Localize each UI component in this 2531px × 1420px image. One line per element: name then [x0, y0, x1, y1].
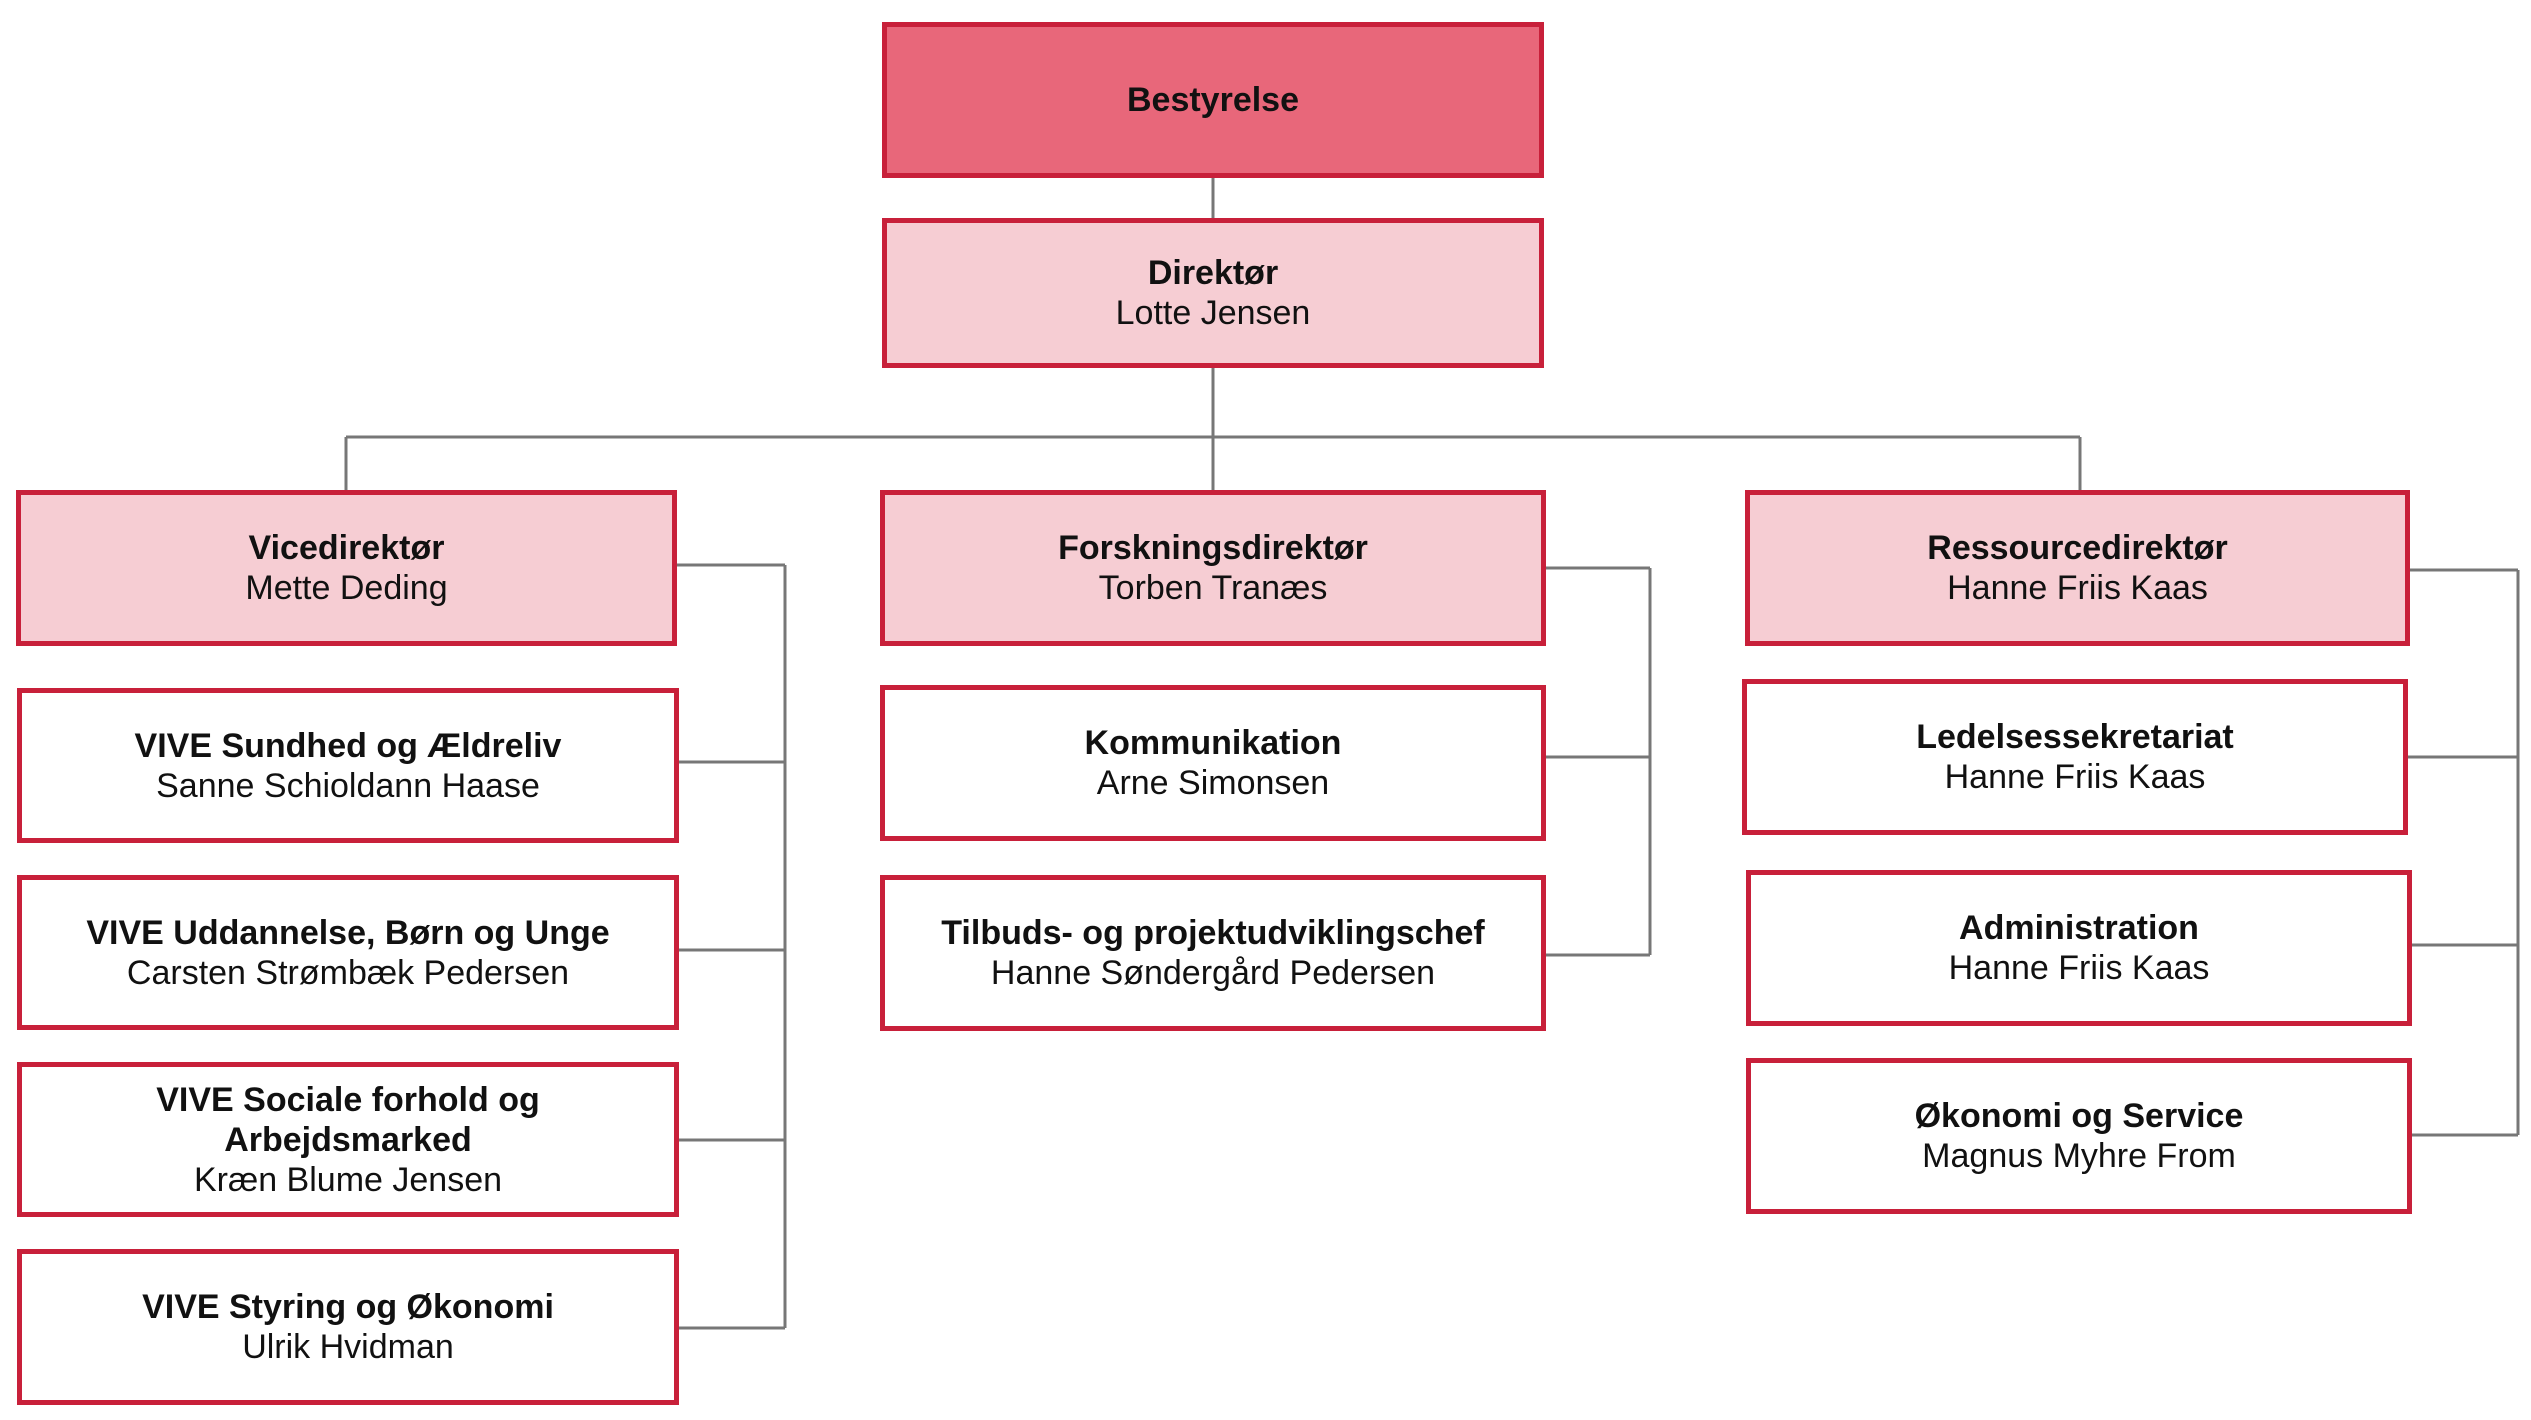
unit-box-research-1: Kommunikation Arne Simonsen	[880, 685, 1546, 841]
unit-box-vice-3: VIVE Sociale forhold og Arbejdsmarked Kr…	[17, 1062, 679, 1217]
resource-director-title: Ressourcedirektør	[1927, 529, 2228, 567]
unit-name: Hanne Friis Kaas	[1944, 758, 2206, 796]
vice-director-name: Mette Deding	[245, 569, 448, 607]
unit-name: Kræn Blume Jensen	[193, 1160, 503, 1199]
director-box: Direktør Lotte Jensen	[882, 218, 1544, 368]
research-director-name: Torben Tranæs	[1098, 569, 1328, 607]
unit-title: Kommunikation	[1084, 724, 1342, 762]
unit-title: VIVE Styring og Økonomi	[142, 1288, 554, 1326]
board-box: Bestyrelse	[882, 22, 1544, 178]
unit-title: VIVE Uddannelse, Børn og Unge	[86, 913, 610, 952]
resource-director-name: Hanne Friis Kaas	[1947, 569, 2208, 607]
unit-box-vice-1: VIVE Sundhed og Ældreliv Sanne Schioldan…	[17, 688, 679, 843]
unit-name: Sanne Schioldann Haase	[156, 766, 540, 805]
unit-name: Arne Simonsen	[1096, 764, 1330, 802]
unit-name: Ulrik Hvidman	[242, 1328, 454, 1366]
director-name: Lotte Jensen	[1115, 294, 1311, 332]
unit-box-vice-2: VIVE Uddannelse, Børn og Unge Carsten St…	[17, 875, 679, 1030]
unit-title: Administration	[1959, 909, 2199, 947]
unit-name: Hanne Friis Kaas	[1948, 949, 2210, 987]
unit-title: Tilbuds- og projektudviklingschef	[941, 914, 1485, 952]
unit-box-research-2: Tilbuds- og projektudviklingschef Hanne …	[880, 875, 1546, 1031]
unit-title: Økonomi og Service	[1914, 1097, 2244, 1135]
research-director-box: Forskningsdirektør Torben Tranæs	[880, 490, 1546, 646]
resource-director-box: Ressourcedirektør Hanne Friis Kaas	[1745, 490, 2410, 646]
unit-box-resource-3: Økonomi og Service Magnus Myhre From	[1746, 1058, 2412, 1214]
unit-box-resource-2: Administration Hanne Friis Kaas	[1746, 870, 2412, 1026]
unit-box-resource-1: Ledelsessekretariat Hanne Friis Kaas	[1742, 679, 2408, 835]
vice-director-box: Vicedirektør Mette Deding	[16, 490, 677, 646]
unit-title: Ledelsessekretariat	[1916, 718, 2234, 756]
unit-title: VIVE Sundhed og Ældreliv	[134, 726, 562, 765]
research-director-title: Forskningsdirektør	[1058, 529, 1368, 567]
board-title: Bestyrelse	[1126, 81, 1299, 119]
unit-name: Hanne Søndergård Pedersen	[990, 954, 1436, 992]
unit-name: Carsten Strømbæk Pedersen	[126, 953, 570, 992]
vice-director-title: Vicedirektør	[248, 529, 445, 567]
unit-title: VIVE Sociale forhold og Arbejdsmarked	[156, 1080, 540, 1159]
unit-name: Magnus Myhre From	[1922, 1137, 2236, 1175]
unit-box-vice-4: VIVE Styring og Økonomi Ulrik Hvidman	[17, 1249, 679, 1405]
director-title: Direktør	[1147, 254, 1279, 292]
